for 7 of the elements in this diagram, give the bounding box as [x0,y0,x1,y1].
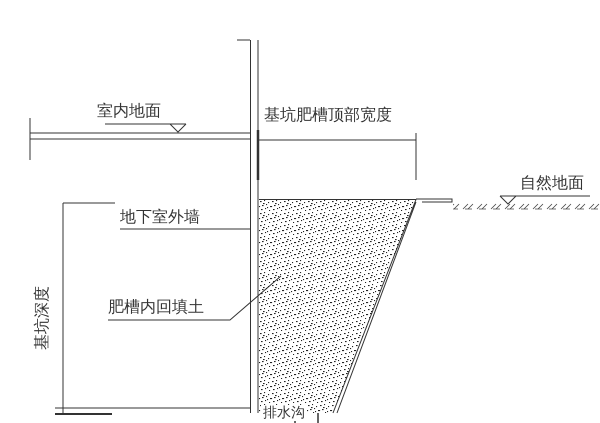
trench-label: 排水沟 [261,405,307,421]
callout-text: 地下室外墙 [120,208,250,229]
dimension-label: 基坑深度 [33,286,51,350]
elevation-label: 室内地面 [97,102,161,120]
elevation-label: 自然地面 [520,174,584,192]
dimension-label: 基坑肥槽顶部宽度 [264,106,392,124]
callout-text: 肥槽内回填土 [108,298,230,320]
